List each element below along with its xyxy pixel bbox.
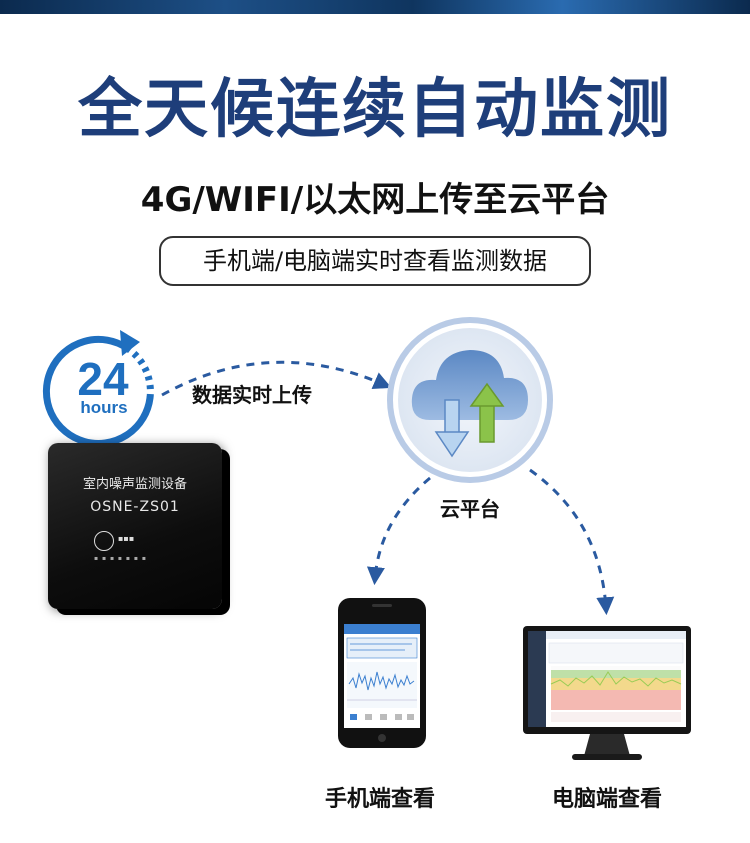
device-model: OSNE-ZS01 — [90, 499, 180, 515]
device-brand-mark: ▪▪▪ — [118, 534, 135, 543]
clock-number: 24 — [77, 353, 129, 405]
viewing-info-pill: 手机端/电脑端实时查看监测数据 — [159, 236, 591, 286]
cloud-to-phone-arrow — [366, 476, 431, 586]
cloud-platform-label: 云平台 — [440, 497, 500, 521]
subheadline: 4G/WIFI/以太网上传至云平台 — [140, 180, 610, 220]
top-banner-strip — [0, 0, 750, 14]
upload-arrow — [161, 360, 392, 397]
cloud-platform-icon — [387, 317, 553, 483]
headline: 全天候连续自动监测 — [78, 73, 672, 147]
clock-unit: hours — [80, 398, 127, 417]
phone-view-label: 手机端查看 — [325, 787, 436, 812]
24-hours-clock-icon: 24 hours — [42, 330, 154, 447]
upload-label: 数据实时上传 — [192, 383, 312, 407]
phone-image — [338, 598, 426, 748]
pc-monitor-image — [523, 626, 691, 760]
pc-view-label: 电脑端查看 — [552, 787, 663, 812]
device-title: 室内噪声监测设备 — [82, 477, 187, 492]
cloud-to-pc-arrow — [529, 468, 615, 616]
noise-monitor-device: 室内噪声监测设备 OSNE-ZS01 ▪▪▪ ▪ ▪ ▪ ▪ ▪ ▪ ▪ — [48, 443, 222, 609]
device-tagline-mark: ▪ ▪ ▪ ▪ ▪ ▪ ▪ — [94, 555, 147, 562]
brand-logo-icon — [94, 531, 114, 551]
